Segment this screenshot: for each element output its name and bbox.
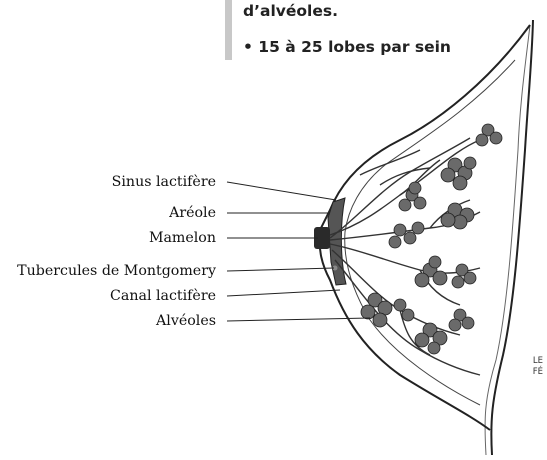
breast-contour <box>319 25 530 430</box>
label-mamelon: Mamelon <box>149 230 216 246</box>
leader-lines <box>227 182 370 321</box>
label-canal-lactifere: Canal lactifère <box>110 288 216 304</box>
label-tubercules-montgomery: Tubercules de Montgomery <box>17 263 216 279</box>
label-alveoles: Alvéoles <box>156 313 216 329</box>
areola <box>328 198 346 285</box>
alveoli-clusters <box>361 124 502 354</box>
corner-text-2: FÉ <box>533 367 543 377</box>
label-sinus-lactifere: Sinus lactifère <box>112 174 216 190</box>
corner-text-1: LE <box>533 356 543 366</box>
fat-boundary <box>345 60 515 405</box>
chest-wall-inner <box>485 25 530 455</box>
label-areole: Aréole <box>169 205 216 221</box>
